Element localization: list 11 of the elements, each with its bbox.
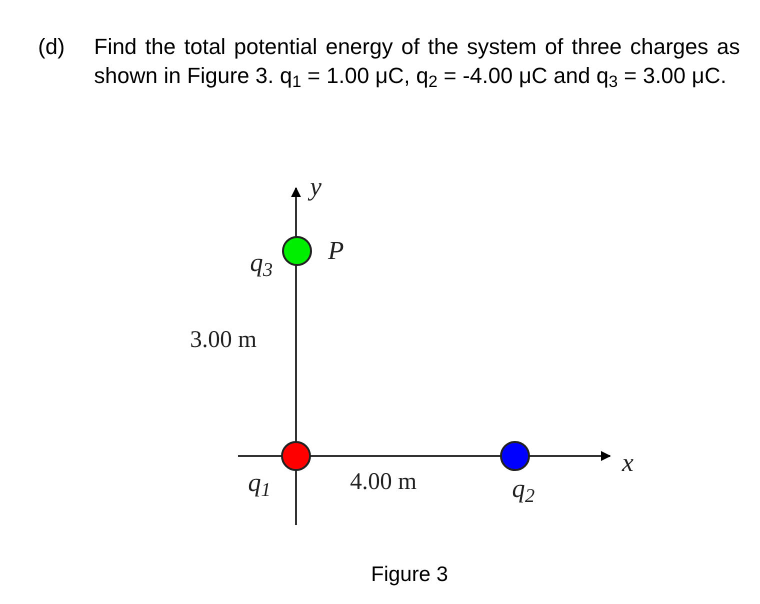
- figure-caption: Figure 3: [371, 564, 448, 585]
- dimension-label: 4.00 m: [350, 470, 417, 494]
- charge-label: q$_{3}$: [250, 250, 273, 276]
- charge-label: q$_{2}$: [512, 476, 535, 502]
- charge-label: P: [328, 238, 344, 264]
- axis-label: y: [310, 174, 322, 200]
- dimension-label: 3.00 m: [190, 328, 257, 352]
- axis-label: x: [622, 450, 634, 476]
- part-label: (d): [38, 33, 65, 61]
- problem-text: Find the total potential energy of the system of three charges as shown in Figure 3. q$_{1}$ = 1.00 μC, q$_{2}$ = -4.00 μC and q$_{3}$ = 3.00 μC.: [94, 33, 740, 90]
- charge-label: q$_{1}$: [248, 470, 271, 496]
